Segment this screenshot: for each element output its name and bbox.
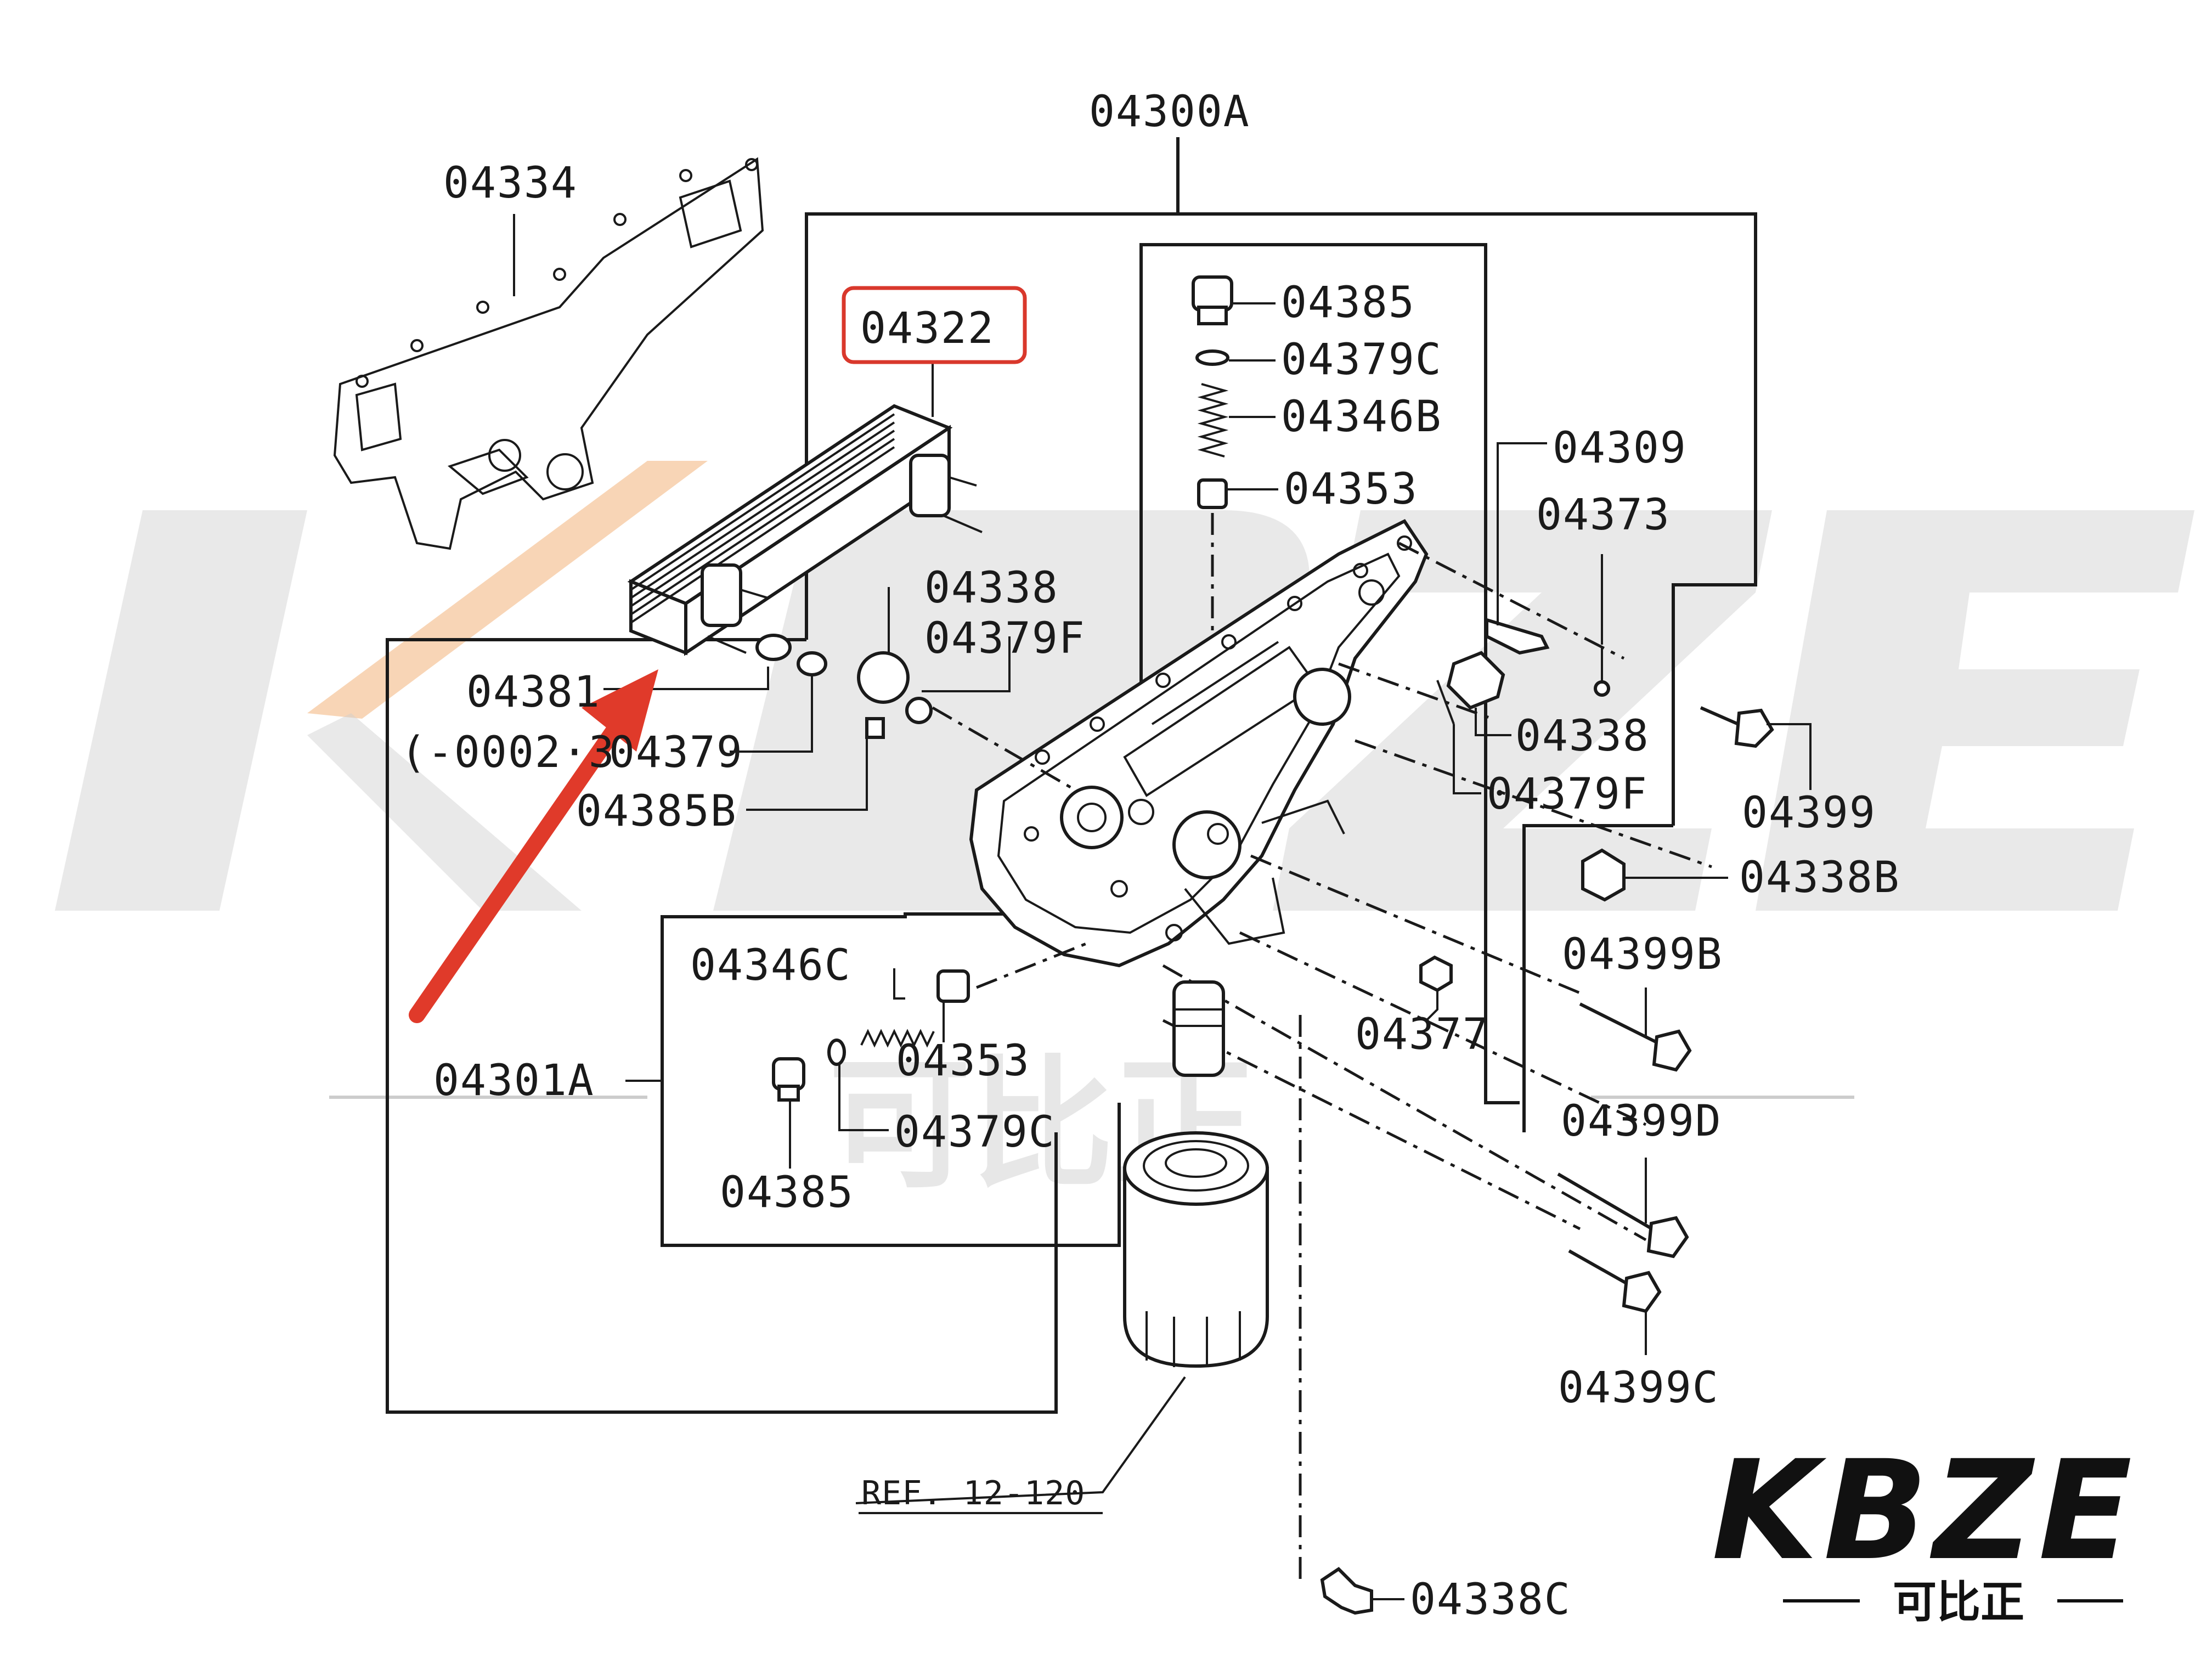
- plug-04338-right: [1436, 651, 1505, 725]
- leader-04379f-right: [1453, 724, 1481, 794]
- oring-04379c-top: [1195, 349, 1229, 366]
- frame-outer-top: [805, 212, 1757, 826]
- label-04399b: 04399B: [1562, 930, 1723, 979]
- boundary-lines: [386, 137, 1757, 1414]
- label-04379f-left: 04379F: [924, 614, 1086, 663]
- label-04385b: 04385B: [576, 787, 737, 836]
- watermark-z: [1273, 510, 1772, 911]
- watermark-k-arm-upper: [307, 461, 708, 719]
- label-04377: 04377: [1355, 1010, 1489, 1059]
- label-04338c: 04338C: [1410, 1575, 1571, 1624]
- label-04346c: 04346C: [690, 941, 851, 990]
- plug-04385-lower: [772, 1057, 805, 1091]
- leader-04377: [1425, 990, 1438, 1022]
- oring-04379: [797, 651, 827, 676]
- relief-valve-lower: [772, 969, 1225, 1102]
- red-arrow: [409, 669, 658, 1023]
- leader-04385b: [746, 737, 868, 811]
- label-04334: 04334: [443, 159, 578, 208]
- label-04379f-right: 04379F: [1487, 770, 1648, 819]
- label-04379c-top: 04379C: [1281, 335, 1442, 385]
- label-04322: 04322: [860, 304, 995, 353]
- housing-04301a: [969, 519, 1429, 968]
- label-04309: 04309: [1553, 424, 1687, 473]
- bolt-04399c: [1568, 1249, 1662, 1313]
- label-04338-left: 04338: [924, 563, 1059, 613]
- oring-04379f-left: [905, 697, 933, 724]
- gasket-04334: [333, 157, 764, 550]
- oil-cooler-04322: [627, 404, 983, 656]
- label-04399d: 04399D: [1561, 1097, 1722, 1146]
- bolt-04399d: [1557, 1172, 1689, 1259]
- label-serial-note: (-0002·3: [400, 728, 616, 777]
- label-04385-top: 04385: [1281, 278, 1415, 328]
- oring-04379c-lower: [827, 1039, 846, 1066]
- oring-04381: [755, 634, 792, 661]
- leader-04381: [603, 667, 769, 690]
- nut-04377: [1419, 955, 1453, 992]
- highlight-box-04322: [842, 286, 1027, 364]
- label-04399: 04399: [1742, 788, 1876, 838]
- plug-04338-left: [857, 651, 910, 704]
- bolt-04399b: [1579, 1002, 1692, 1072]
- watermark-k-arm-lower: [307, 713, 582, 911]
- frame-inner-top: [1139, 243, 1520, 1104]
- frame-inner-bottom: [661, 912, 1141, 1247]
- label-04373: 04373: [1536, 490, 1671, 540]
- label-04338-right: 04338: [1515, 712, 1650, 761]
- frame-outer-bottom: [386, 638, 1058, 1414]
- leader-04309: [1497, 442, 1547, 625]
- valve-04353-lower: [936, 969, 970, 1003]
- logo-sub: 可比正: [1893, 1577, 2024, 1628]
- leader-04338-right: [1475, 708, 1511, 736]
- bolt-04399: [1700, 706, 1774, 748]
- leader-04399: [1767, 723, 1812, 790]
- watermark-e: [1756, 510, 2194, 911]
- leader-filter-ref: [855, 1376, 1186, 1504]
- leader-04379: [730, 675, 813, 753]
- label-filter-ref: REF. 12-120: [861, 1474, 1085, 1513]
- spring-04346b: [1197, 383, 1229, 458]
- label-04300a: 04300A: [1089, 87, 1250, 137]
- logo-text: KBZE: [1712, 1431, 2137, 1590]
- plug-04385b: [865, 717, 885, 739]
- nut-04338b: [1581, 848, 1626, 902]
- label-04353-lower: 04353: [896, 1036, 1030, 1086]
- bracket-04309: [1485, 617, 1610, 697]
- label-04385-lower: 04385: [720, 1168, 854, 1217]
- assembly-centerlines: [932, 541, 1712, 1580]
- leader-04346c: [893, 968, 905, 1000]
- cooler-fittings: [755, 634, 933, 739]
- frame-outer-right: [1522, 824, 1673, 1132]
- label-04381: 04381: [466, 668, 601, 717]
- valve-cylinder: [1172, 980, 1225, 1077]
- spring-04346c: [860, 1029, 935, 1048]
- leader-04379f-left: [922, 636, 1011, 692]
- valve-04353-top: [1197, 478, 1228, 509]
- label-04338b: 04338B: [1739, 853, 1900, 902]
- label-04379: 04379: [609, 728, 743, 777]
- kbze-logo: KBZE 可比正: [1712, 1431, 2137, 1628]
- part-labels: 04300A 04334 04322 04385 04379C 04346B 0…: [400, 87, 1900, 1624]
- label-04353-top: 04353: [1284, 465, 1418, 514]
- watermark-k-stem: [55, 510, 307, 911]
- plug-04385-top: [1192, 275, 1233, 312]
- drain-plug-04338c: [1320, 1567, 1373, 1615]
- label-04346b: 04346B: [1281, 392, 1442, 442]
- oil-filter: [1123, 1131, 1269, 1368]
- label-04399c: 04399C: [1558, 1363, 1719, 1413]
- leader-04379c-lower: [838, 1064, 889, 1131]
- label-04379c-lower: 04379C: [894, 1108, 1056, 1157]
- label-04301a: 04301A: [433, 1056, 595, 1105]
